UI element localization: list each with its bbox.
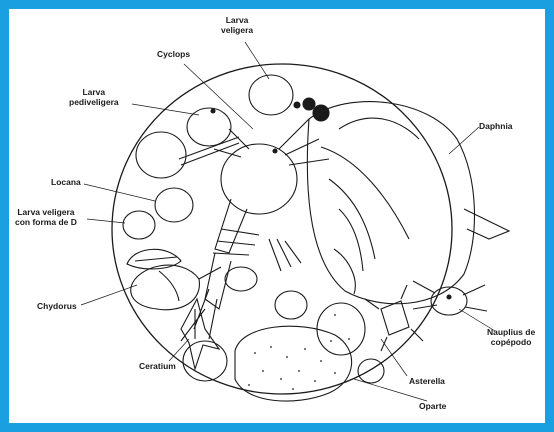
label-asterella-text: Asterella — [409, 376, 445, 386]
nauplius-drawing — [413, 281, 487, 315]
daphnia-drawing — [307, 102, 509, 304]
label-daphnia-text: Daphnia — [479, 121, 513, 131]
plankton-illustration — [9, 9, 545, 423]
label-larva-d: Larva veligera con forma de D — [15, 207, 77, 227]
larva-veligera-drawing — [249, 75, 315, 115]
label-nauplius-line2: copépodo — [487, 337, 535, 347]
label-nauplius: Nauplius de copépodo — [487, 327, 535, 347]
label-asterella: Asterella — [409, 376, 445, 386]
label-chydorus-text: Chydorus — [37, 301, 77, 311]
label-ceratium-text: Ceratium — [139, 361, 176, 371]
label-larva-d-line2: con forma de D — [15, 217, 77, 227]
asterella-drawing — [365, 285, 423, 351]
label-larva-veligera-line1: Larva — [221, 15, 253, 25]
label-larva-d-line1: Larva veligera — [15, 207, 77, 217]
label-larva-pediveligera: Larva pediveligera — [69, 87, 119, 107]
label-oparte: Oparte — [419, 401, 446, 411]
oparte-stipple — [248, 314, 350, 390]
larva-d-drawing — [127, 249, 181, 269]
leader-lines — [81, 42, 495, 401]
microscope-field-circle — [112, 64, 452, 394]
label-nauplius-line1: Nauplius de — [487, 327, 535, 337]
label-ceratium: Ceratium — [139, 361, 176, 371]
label-larva-pediveligera-line2: pediveligera — [69, 97, 119, 107]
label-locana: Locana — [51, 177, 81, 187]
label-cyclops: Cyclops — [157, 49, 190, 59]
label-larva-veligera-line2: veligera — [221, 25, 253, 35]
label-locana-text: Locana — [51, 177, 81, 187]
label-oparte-text: Oparte — [419, 401, 446, 411]
label-larva-pediveligera-line1: Larva — [69, 87, 119, 97]
label-cyclops-text: Cyclops — [157, 49, 190, 59]
label-daphnia: Daphnia — [479, 121, 513, 131]
label-chydorus: Chydorus — [37, 301, 77, 311]
oparte-drawing — [183, 291, 384, 401]
label-larva-veligera: Larva veligera — [221, 15, 253, 35]
